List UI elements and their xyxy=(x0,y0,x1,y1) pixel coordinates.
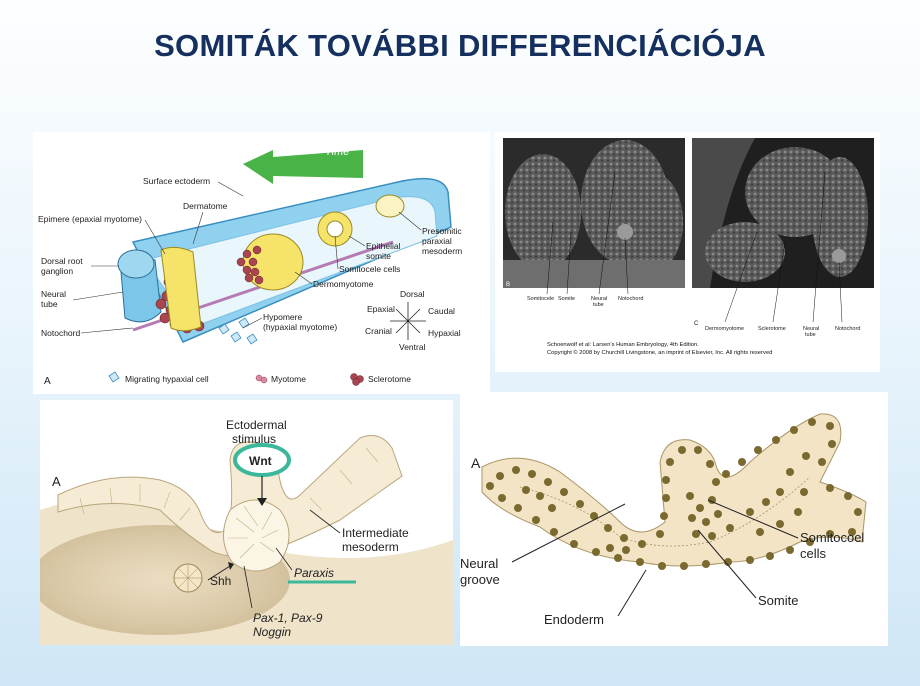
intermediate-1: Intermediate xyxy=(342,526,409,540)
neural-groove-1: Neural xyxy=(460,556,498,571)
legend-myotome-icon xyxy=(255,374,268,384)
letter-a-bottom-left: A xyxy=(52,474,61,489)
micrograph-c-label-4: Notochord xyxy=(835,326,860,332)
legend-migrating-icon xyxy=(108,371,120,383)
slide-title: SOMITÁK TOVÁBBI DIFFERENCIÁCIÓJA xyxy=(154,28,766,63)
label-drg-1: Dorsal root xyxy=(41,256,83,266)
label-hypomere-2: (hypaxial myotome) xyxy=(263,322,337,332)
panel-letter-a-top: A xyxy=(44,376,51,387)
label-presomitic-2: paraxial xyxy=(422,236,452,246)
compass-cranial: Cranial xyxy=(365,326,392,336)
micrograph-b-label-2: Neural xyxy=(591,296,607,302)
pax-label-2: Noggin xyxy=(253,625,291,639)
compass-hypaxial: Hypaxial xyxy=(428,328,461,338)
legend-sclerotome: Sclerotome xyxy=(368,374,411,384)
neural-groove-panel: A Neural groove Somitocoel cells Somite … xyxy=(460,392,888,646)
wnt-label: Wnt xyxy=(249,454,272,468)
label-neural-tube-2: tube xyxy=(41,299,58,309)
migrating-cells xyxy=(218,317,258,345)
micrograph-c-letter: C xyxy=(694,321,699,327)
cell-dots xyxy=(486,418,862,570)
label-somitocele: Somitocele cells xyxy=(339,264,400,274)
label-presomitic-1: Presomitic xyxy=(422,226,462,236)
compass-caudal: Caudal xyxy=(428,306,455,316)
label-epithelial-1: Epithelial xyxy=(366,241,401,251)
micrograph-b-label-1: Somite xyxy=(558,296,575,302)
micrograph-c-label-1: Sclerotome xyxy=(758,326,786,332)
label-dermatome: Dermatome xyxy=(183,201,228,211)
credit-line-2: Copyright © 2008 by Churchill Livingston… xyxy=(547,349,772,356)
label-epithelial-2: somite xyxy=(366,251,391,261)
signaling-diagram-panel: Wnt A Ectodermal stimulus Intermediate m… xyxy=(40,400,453,645)
somitocoel-2: cells xyxy=(800,546,827,561)
time-label: Time xyxy=(325,146,349,158)
credit-line-1: Schoenwolf et al: Larsen's Human Embryol… xyxy=(547,342,699,348)
micrograph-b-label-4: Notochord xyxy=(618,296,643,302)
time-arrow xyxy=(243,150,363,184)
label-drg-2: ganglion xyxy=(41,266,73,276)
legend-sclerotome-icon xyxy=(350,373,364,386)
intermediate-2: mesoderm xyxy=(342,540,399,554)
micrograph-c-label-3: tube xyxy=(805,332,816,338)
label-surface-ectoderm: Surface ectoderm xyxy=(143,176,210,186)
somite-schematic-panel: Time xyxy=(33,132,490,394)
micrograph-b-label-0: Somitocele xyxy=(527,296,554,302)
shh-label: Shh xyxy=(210,574,231,588)
letter-a-bottom-right: A xyxy=(471,455,481,471)
somitocoel-1: Somitocoel xyxy=(800,530,864,545)
endoderm-label: Endoderm xyxy=(544,612,604,627)
sem-micrographs-panel: B Somitocele Somite Neural tube Notochor… xyxy=(495,132,880,372)
legend-migrating: Migrating hypaxial cell xyxy=(125,374,209,384)
presomitic-mesoderm xyxy=(375,194,405,218)
somite-label: Somite xyxy=(758,593,798,608)
paraxis-label: Paraxis xyxy=(294,566,334,580)
neural-groove-2: groove xyxy=(460,572,500,587)
neural-groove-diagram: A Neural groove Somitocoel cells Somite … xyxy=(460,413,867,627)
signaling-diagram: Wnt A Ectodermal stimulus Intermediate m… xyxy=(40,418,453,645)
orientation-compass xyxy=(390,302,426,340)
wnt-ring xyxy=(233,443,291,477)
label-dermomyotome: Dermomyotome xyxy=(313,279,374,289)
ectodermal-1: Ectodermal xyxy=(226,418,287,432)
compass-dorsal: Dorsal xyxy=(400,289,425,299)
ectoderm-epithelium xyxy=(57,435,403,557)
dermatome-first xyxy=(160,246,202,332)
micrograph-b-letter: B xyxy=(506,282,510,288)
pax-label-1: Pax-1, Pax-9 xyxy=(253,611,323,625)
micrograph-c-label-2: Neural xyxy=(803,326,819,332)
legend-myotome: Myotome xyxy=(271,374,306,384)
label-presomitic-3: mesoderm xyxy=(422,246,462,256)
label-epimere: Epimere (epaxial myotome) xyxy=(38,214,142,224)
sem-micrographs: B Somitocele Somite Neural tube Notochor… xyxy=(503,138,874,356)
label-notochord: Notochord xyxy=(41,328,80,338)
somite-region xyxy=(223,499,290,572)
label-neural-tube-1: Neural xyxy=(41,289,66,299)
micrograph-b-label-3: tube xyxy=(593,302,604,308)
label-hypomere-1: Hypomere xyxy=(263,312,302,322)
ectodermal-2: stimulus xyxy=(232,432,276,446)
dorsal-root-ganglion xyxy=(117,249,155,279)
compass-epaxial: Epaxial xyxy=(367,304,395,314)
compass-ventral: Ventral xyxy=(399,342,426,352)
somite-schematic: Time xyxy=(38,146,462,387)
sclerotome-second xyxy=(236,245,264,285)
micrograph-c-label-0: Dermomyotome xyxy=(705,326,744,332)
